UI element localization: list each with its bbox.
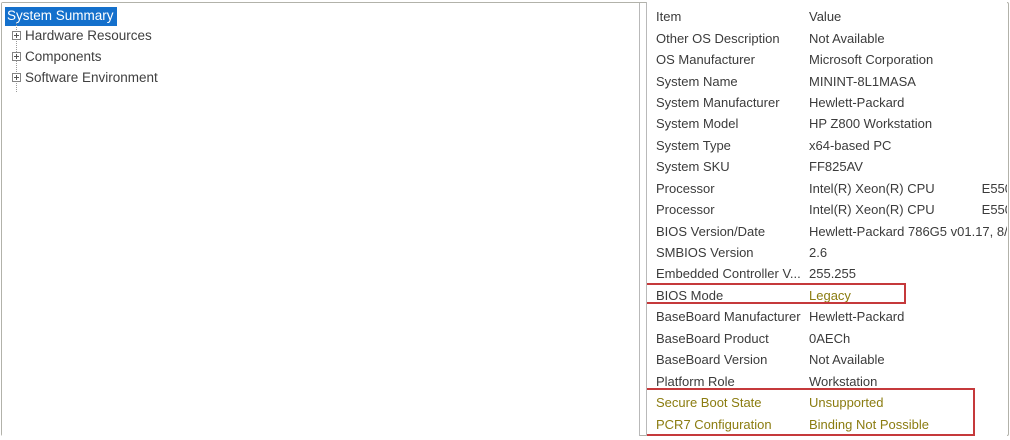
item-cell: Other OS Description <box>656 30 780 46</box>
table-row[interactable]: System Model HP Z800 Workstation <box>647 113 1007 134</box>
item-cell: PCR7 Configuration <box>656 416 772 432</box>
item-cell: BaseBoard Version <box>656 352 768 368</box>
tree-item-components[interactable]: Components <box>2 46 639 67</box>
expand-plus-icon[interactable] <box>12 52 21 61</box>
value-cell: Not Available <box>809 30 885 46</box>
table-row[interactable]: SMBIOS Version 2.6 <box>647 242 1007 263</box>
column-header-item[interactable]: Item <box>656 9 682 25</box>
expand-plus-icon[interactable] <box>12 31 21 40</box>
table-row[interactable]: System Name MININT-8L1MASA <box>647 70 1007 91</box>
table-row[interactable]: BIOS Version/Date Hewlett-Packard 786G5 v… <box>647 220 1007 241</box>
item-cell: System Manufacturer <box>656 94 780 110</box>
table-row[interactable]: BaseBoard Product 0AECh <box>647 328 1007 349</box>
value-cell: Not Available <box>809 352 885 368</box>
value-cell: Hewlett-Packard 786G5 v01.17, 8/ <box>809 223 1007 239</box>
tree-item-label: Software Environment <box>25 70 158 85</box>
item-cell: Embedded Controller V... <box>656 266 801 282</box>
value-cell: 255.255 <box>809 266 856 282</box>
value-cell: Intel(R) Xeon(R) CPU E5506 <box>809 180 1007 196</box>
value-cell: Workstation <box>809 373 878 389</box>
value-cell: Hewlett-Packard <box>809 94 905 110</box>
item-cell: BaseBoard Product <box>656 330 769 346</box>
tree-item-software-environment[interactable]: Software Environment <box>2 67 639 88</box>
value-cell: Unsupported <box>809 395 884 411</box>
column-header-value[interactable]: Value <box>809 9 842 25</box>
value-cell: 2.6 <box>809 245 828 261</box>
table-row[interactable]: Embedded Controller V... 255.255 <box>647 263 1007 284</box>
table-row[interactable]: BaseBoard Version Not Available <box>647 349 1007 370</box>
table-row[interactable]: Processor Intel(R) Xeon(R) CPU E5506 <box>647 199 1007 220</box>
item-cell: Processor <box>656 180 715 196</box>
table-row[interactable]: System SKU FF825AV <box>647 156 1007 177</box>
table-row[interactable]: Other OS Description Not Available <box>647 27 1007 48</box>
value-cell: MININT-8L1MASA <box>809 73 916 89</box>
item-cell: Secure Boot State <box>656 395 762 411</box>
value-cell: Hewlett-Packard <box>809 309 905 325</box>
column-header-row[interactable]: Item Value <box>647 6 1007 27</box>
expand-plus-icon[interactable] <box>12 73 21 82</box>
item-cell: System SKU <box>656 159 730 175</box>
table-row[interactable]: Platform Role Workstation <box>647 370 1007 391</box>
table-row[interactable]: Processor Intel(R) Xeon(R) CPU E5506 <box>647 178 1007 199</box>
item-cell: System Name <box>656 73 738 89</box>
value-cell: Intel(R) Xeon(R) CPU E5506 <box>809 202 1007 218</box>
value-cell: Microsoft Corporation <box>809 52 934 68</box>
tree-item-system-summary[interactable]: System Summary <box>5 7 117 26</box>
table-row[interactable]: System Type x64-based PC <box>647 135 1007 156</box>
item-cell: Processor <box>656 202 715 218</box>
table-row[interactable]: BIOS Mode Legacy <box>647 285 1007 306</box>
table-row[interactable]: Secure Boot State Unsupported <box>647 392 1007 413</box>
table-row[interactable]: OS Manufacturer Microsoft Corporation <box>647 49 1007 70</box>
item-cell: SMBIOS Version <box>656 245 754 261</box>
item-cell: OS Manufacturer <box>656 52 755 68</box>
item-cell: BIOS Version/Date <box>656 223 766 239</box>
item-cell: System Model <box>656 116 739 132</box>
value-cell: Legacy <box>809 287 851 303</box>
value-cell: Binding Not Possible <box>809 416 929 432</box>
item-cell: Platform Role <box>656 373 735 389</box>
table-row[interactable]: PCR7 Configuration Binding Not Possible <box>647 413 1007 434</box>
value-cell: 0AECh <box>809 330 851 346</box>
value-cell: x64-based PC <box>809 137 892 153</box>
value-cell: FF825AV <box>809 159 863 175</box>
item-cell: System Type <box>656 137 731 153</box>
tree-item-hardware-resources[interactable]: Hardware Resources <box>2 25 639 46</box>
tree-root-row: System Summary <box>2 3 639 26</box>
tree-item-label: Hardware Resources <box>25 28 152 43</box>
table-row[interactable]: BaseBoard Manufacturer Hewlett-Packard <box>647 306 1007 327</box>
value-cell: HP Z800 Workstation <box>809 116 933 132</box>
item-cell: BIOS Mode <box>656 287 724 303</box>
item-cell: BaseBoard Manufacturer <box>656 309 801 325</box>
tree-item-label: Components <box>25 49 102 64</box>
table-row[interactable]: System Manufacturer Hewlett-Packard <box>647 92 1007 113</box>
